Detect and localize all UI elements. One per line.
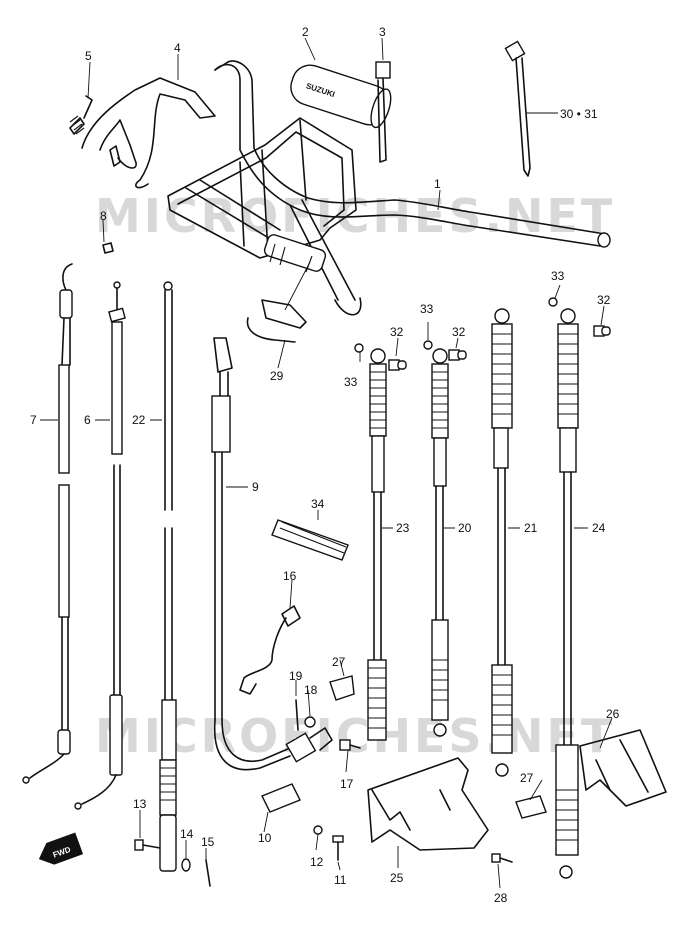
callout-21: 21 xyxy=(524,521,538,535)
cable-part-24 xyxy=(555,308,579,879)
callout-22: 22 xyxy=(132,413,146,427)
cable-part-9 xyxy=(211,337,333,771)
callout-7: 7 xyxy=(30,413,37,427)
cable-part-20 xyxy=(431,348,449,737)
clip-part-33-a xyxy=(354,343,364,353)
callout-32-a: 32 xyxy=(390,325,404,339)
fwd-arrow-icon: FWD xyxy=(38,832,84,865)
callout-18: 18 xyxy=(304,683,318,697)
callout-33-b: 33 xyxy=(420,302,434,316)
clip-part-27-a xyxy=(329,675,355,701)
handlebar-part-1 xyxy=(167,60,611,316)
bolt-part-11 xyxy=(332,835,344,861)
rod-part-16 xyxy=(239,605,301,695)
callout-26: 26 xyxy=(606,707,620,721)
bolt-part-17 xyxy=(339,739,361,751)
bolt-part-32-b xyxy=(448,349,467,361)
callout-34: 34 xyxy=(311,497,325,511)
callout-24: 24 xyxy=(592,521,606,535)
callout-16: 16 xyxy=(283,569,297,583)
pin-part-19 xyxy=(295,699,299,731)
callout-19: 19 xyxy=(289,669,303,683)
tie-strap-part-30-31 xyxy=(504,40,531,177)
bolt-part-32-c xyxy=(593,325,611,337)
pin-part-15 xyxy=(205,859,211,887)
callout-28: 28 xyxy=(494,891,508,905)
clamp-part-10 xyxy=(261,783,301,813)
watermark-bottom: MICROFICHES.NET xyxy=(95,709,615,763)
grip-part-2: SUZUKI xyxy=(290,64,392,129)
callout-32-c: 32 xyxy=(597,293,611,307)
bolt-part-13 xyxy=(134,839,161,851)
bracket-part-26 xyxy=(579,729,667,807)
callout-2: 2 xyxy=(302,25,309,39)
spring-part-5 xyxy=(69,95,121,167)
callout-4: 4 xyxy=(174,41,181,55)
clip-part-33-b xyxy=(423,340,433,350)
cable-part-22 xyxy=(159,281,177,872)
leader-lines xyxy=(40,37,613,889)
pad-part-34 xyxy=(271,519,349,561)
callout-12: 12 xyxy=(310,855,324,869)
callout-14: 14 xyxy=(180,827,194,841)
callout-29: 29 xyxy=(270,369,284,383)
callout-5: 5 xyxy=(85,49,92,63)
callout-25: 25 xyxy=(390,871,404,885)
callout-33-a: 33 xyxy=(344,375,358,389)
bracket-part-25 xyxy=(367,757,489,851)
washer-part-12 xyxy=(313,825,323,835)
cable-part-6 xyxy=(74,281,126,810)
clip-part-8 xyxy=(102,242,114,254)
clamp-part-29 xyxy=(246,299,307,343)
washer-part-14 xyxy=(181,858,191,872)
callout-23: 23 xyxy=(396,521,410,535)
washer-part-18 xyxy=(304,716,316,728)
callout-27-b: 27 xyxy=(520,771,534,785)
callout-30-31: 30 • 31 xyxy=(560,107,598,121)
bolt-part-28 xyxy=(491,853,513,863)
callouts: 1 2 3 4 5 6 7 8 9 10 11 12 13 14 15 16 1… xyxy=(30,25,620,905)
callout-9: 9 xyxy=(252,480,259,494)
callout-13: 13 xyxy=(133,797,147,811)
callout-1: 1 xyxy=(434,177,441,191)
callout-8: 8 xyxy=(100,209,107,223)
callout-20: 20 xyxy=(458,521,472,535)
callout-10: 10 xyxy=(258,831,272,845)
clip-part-33-c xyxy=(548,297,558,307)
clip-part-27-b xyxy=(515,795,547,819)
bolt-part-32-a xyxy=(388,359,407,371)
callout-32-b: 32 xyxy=(452,325,466,339)
callout-6: 6 xyxy=(84,413,91,427)
cable-part-23 xyxy=(367,348,387,741)
callout-27-a: 27 xyxy=(332,655,346,669)
callout-33-c: 33 xyxy=(551,269,565,283)
cable-part-21 xyxy=(491,308,513,777)
callout-3: 3 xyxy=(379,25,386,39)
callout-17: 17 xyxy=(340,777,354,791)
cable-tie-part-3 xyxy=(375,61,391,163)
callout-15: 15 xyxy=(201,835,215,849)
bracket-part-4 xyxy=(81,77,216,189)
callout-11: 11 xyxy=(334,873,347,887)
cable-part-7 xyxy=(22,263,73,784)
